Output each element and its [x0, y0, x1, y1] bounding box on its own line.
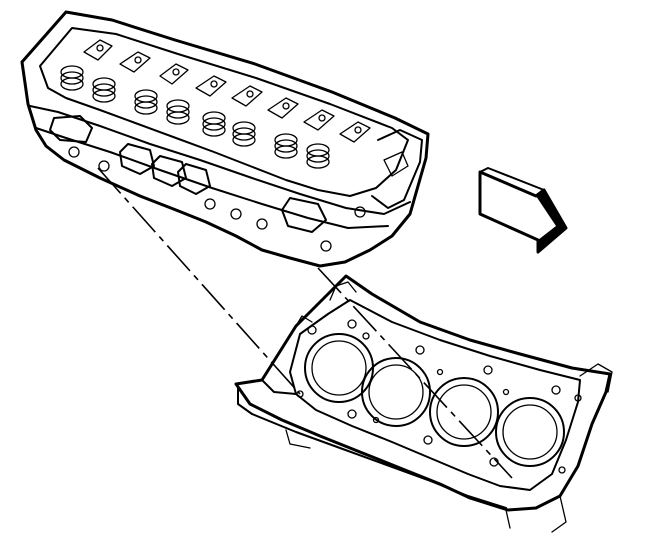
- alignment-leader-lines: [97, 167, 513, 479]
- cylinder-bores: [304, 333, 565, 467]
- valve-spring-8: [306, 143, 330, 169]
- valve-spring-3: [134, 89, 158, 115]
- rocker-arms: [83, 39, 371, 143]
- cylinder-bore-3: [429, 377, 499, 447]
- cylinder-bore-2: [361, 357, 431, 427]
- valve-spring-1: [60, 65, 84, 91]
- valve-spring-5: [202, 111, 226, 137]
- valve-springs: [60, 65, 330, 169]
- head-bolt-bosses: [68, 146, 366, 252]
- gasket-bolt-holes: [296, 319, 582, 474]
- valve-spring-6: [232, 121, 256, 147]
- head-gasket: [289, 299, 581, 491]
- engine-block-with-gasket: [234, 274, 613, 533]
- leader-line-dowel-1: [97, 167, 301, 395]
- valve-spring-2: [92, 77, 116, 103]
- arrow-front-of-engine-icon: [478, 167, 568, 254]
- head-end-face: [371, 129, 423, 209]
- head-ports: [49, 115, 327, 233]
- valve-spring-7: [274, 133, 298, 159]
- cylinder-head: [20, 10, 430, 268]
- cylinder-bore-4: [495, 397, 565, 467]
- valve-spring-4: [166, 99, 190, 125]
- leader-line-dowel-2: [317, 267, 513, 479]
